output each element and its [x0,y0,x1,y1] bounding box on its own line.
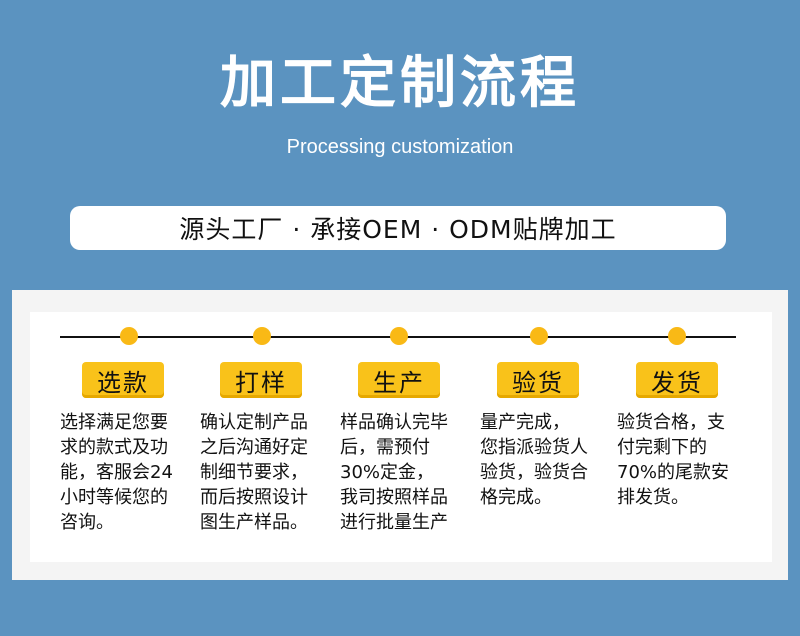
step-desc-1: 选择满足您要 求的款式及功 能，客服会24 小时等候您的 咨询。 [60,412,173,533]
timeline-dot-5 [668,327,686,345]
step-label-3: 生产 [358,362,440,398]
step-label-2: 打样 [220,362,302,398]
timeline-dot-3 [390,327,408,345]
page-subtitle: Processing customization [286,136,514,158]
process-panel [30,312,772,562]
step-label-5: 发货 [636,362,718,398]
step-label-4: 验货 [497,362,579,398]
step-desc-3: 样品确认完毕 后，需预付 30%定金， 我司按照样品 进行批量生产 [340,412,448,533]
timeline-dot-2 [253,327,271,345]
step-label-1: 选款 [82,362,164,398]
step-desc-4: 量产完成， 您指派验货人 验货，验货合 格完成。 [480,412,588,508]
timeline-dot-1 [120,327,138,345]
slogan-banner: 源头工厂 · 承接OEM · ODM贴牌加工 [70,206,726,250]
page-title: 加工定制流程 [220,51,580,116]
step-desc-5: 验货合格，支 付完剩下的 70%的尾款安 排发货。 [617,412,730,508]
timeline-dot-4 [530,327,548,345]
step-desc-2: 确认定制产品 之后沟通好定 制细节要求， 而后按照设计 图生产样品。 [200,412,308,533]
slogan-text: 源头工厂 · 承接OEM · ODM贴牌加工 [179,215,617,244]
